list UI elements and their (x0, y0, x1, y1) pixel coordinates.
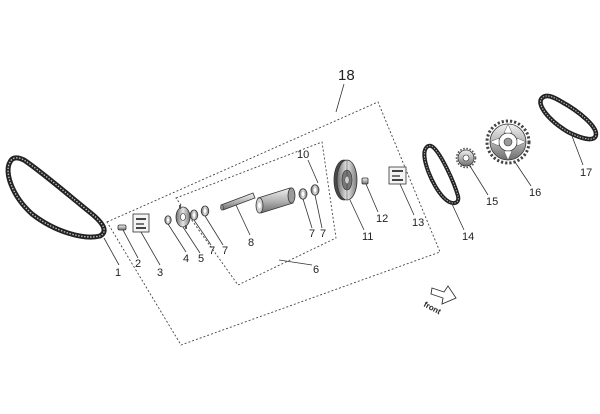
callout-13: 13 (412, 217, 424, 229)
callout-10: 10 (297, 149, 309, 161)
parts-packet (132, 213, 150, 233)
parts-packet-right (388, 166, 407, 185)
callout-8: 8 (248, 237, 254, 249)
front-direction-arrow: front (422, 285, 457, 317)
callout-7-d: 7 (320, 228, 326, 240)
chain-left (5, 155, 107, 240)
bearing-left-2 (200, 205, 210, 217)
callout-16: 16 (529, 187, 541, 199)
drive-sprocket (455, 147, 477, 169)
callout-6: 6 (313, 264, 319, 276)
callout-15: 15 (486, 196, 498, 208)
callout-1: 1 (115, 267, 121, 279)
callout-7-a: 7 (209, 245, 215, 257)
callout-2: 2 (135, 258, 141, 270)
bearing-left-1 (189, 209, 199, 221)
chain-right (538, 93, 599, 142)
leader-lines (103, 83, 584, 266)
callout-5: 5 (198, 253, 204, 265)
callout-17: 17 (580, 167, 592, 179)
small-sprocket (175, 205, 191, 229)
nut (361, 177, 369, 185)
hub-tube (255, 187, 296, 214)
callout-12: 12 (376, 213, 388, 225)
callout-14: 14 (462, 231, 474, 243)
pulley (333, 159, 358, 201)
callout-3: 3 (157, 267, 163, 279)
bearing-right-2 (310, 184, 320, 196)
bearing-right-1 (298, 188, 308, 200)
callout-11: 11 (362, 231, 373, 243)
belt (422, 143, 461, 205)
assembly-frame-outer (106, 101, 441, 346)
callout-18: 18 (338, 67, 355, 84)
callout-7-b: 7 (222, 245, 228, 257)
pin (117, 224, 127, 231)
assembly-frame-inner (175, 141, 337, 286)
washer (164, 215, 172, 225)
large-sprocket (485, 119, 531, 165)
front-label: front (422, 300, 443, 317)
axle-shaft (220, 192, 256, 211)
callout-4: 4 (183, 253, 189, 265)
callout-7-c: 7 (309, 228, 315, 240)
